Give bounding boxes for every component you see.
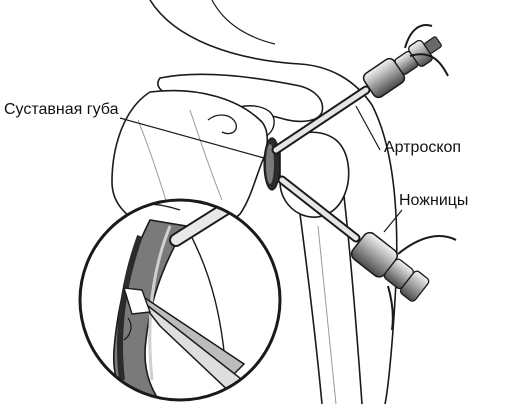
scissors-leader-line xyxy=(383,209,403,233)
neck-line xyxy=(211,0,276,45)
body-outline xyxy=(149,0,398,405)
coracoid xyxy=(207,114,237,135)
scissors-instrument xyxy=(277,175,457,331)
scapula xyxy=(111,89,269,233)
glenoid xyxy=(266,144,274,184)
label-labrum: Суставная губа xyxy=(4,101,119,118)
magnified-inset xyxy=(78,198,282,402)
label-scissors: Ножницы xyxy=(399,192,469,209)
labrum-leader-line xyxy=(119,117,265,159)
arthroscope-instrument xyxy=(271,24,449,155)
label-arthroscope: Артроскоп xyxy=(384,139,462,156)
humerus-shaft xyxy=(299,195,363,405)
humerus-detail xyxy=(317,225,337,405)
arthroscope-leader-line xyxy=(355,105,381,151)
